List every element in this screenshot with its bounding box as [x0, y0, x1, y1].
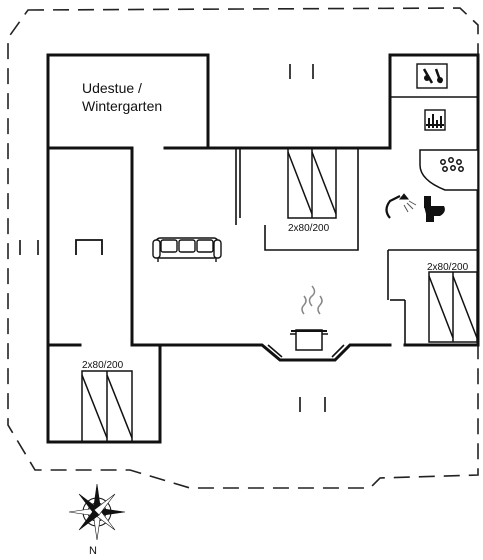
stove-bracket	[75, 239, 103, 255]
compass-rose-icon	[68, 483, 126, 541]
cooking-pot-icon	[290, 285, 328, 351]
internal-walls	[235, 96, 478, 358]
bed-right-size: 2x80/200	[427, 262, 469, 273]
bed-top-center	[287, 147, 337, 219]
compass-north-label: N	[89, 545, 97, 557]
sofa-icon	[152, 237, 222, 262]
washing-machine-icon	[416, 63, 448, 89]
sunroom-label-line2: Wintergarten	[82, 98, 162, 114]
bed-bottom-left-size: 2x80/200	[82, 360, 124, 371]
shower-icon	[385, 193, 417, 219]
terrace-outline	[7, 7, 479, 489]
bed-top-center-size: 2x80/200	[288, 223, 330, 234]
window-marks	[19, 64, 326, 412]
sunroom-label-line1: Udestue /	[82, 80, 142, 96]
toilet-icon	[424, 196, 445, 222]
dishwasher-icon	[424, 109, 446, 131]
bathtub-icon	[419, 149, 479, 191]
bed-right	[428, 271, 478, 343]
bed-bottom-left	[81, 370, 133, 443]
